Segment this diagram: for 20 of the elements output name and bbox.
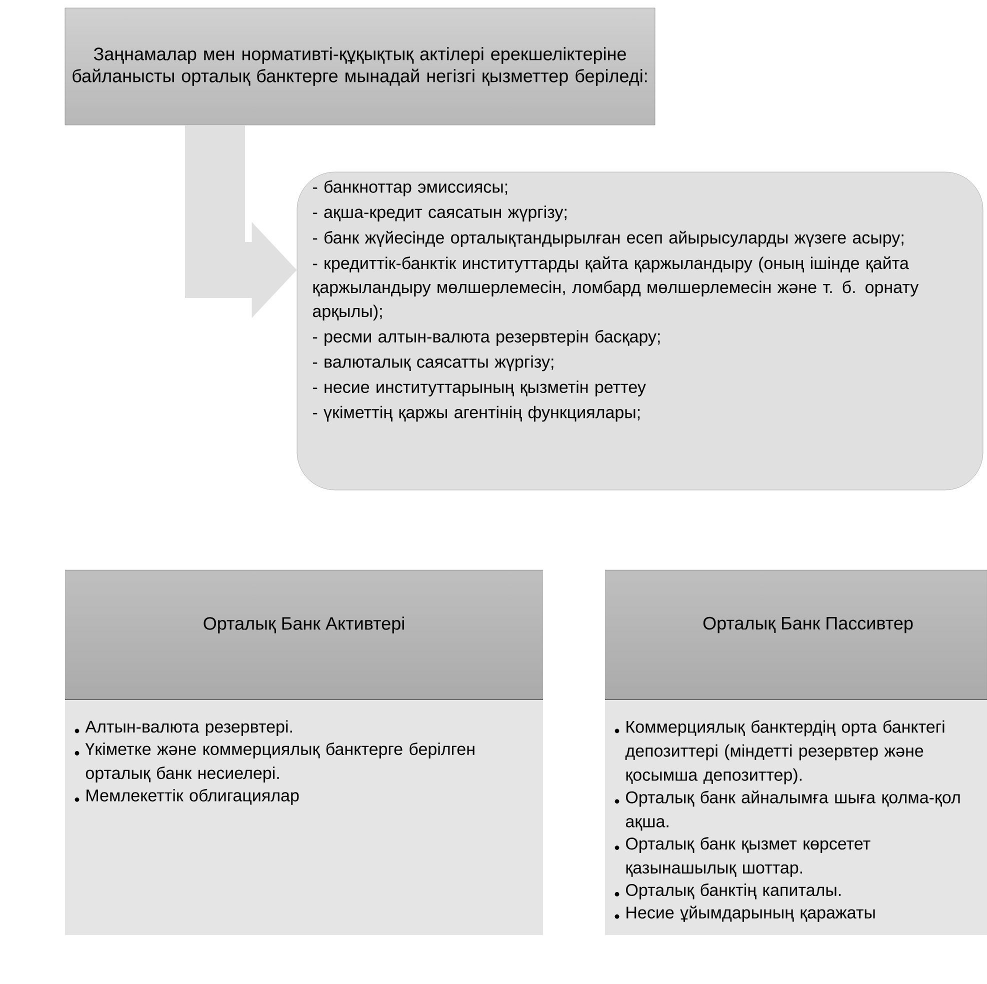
bullet-item: Несие ұйымдарының қаражаты bbox=[614, 906, 875, 922]
bullet-item: Орталық банк қызмет көрсетет қазынашылық шоттар. bbox=[614, 837, 870, 877]
list-item: - кредиттік-банктік институттарды қайта қаржыландыру (оның ішінде қайта қаржыландыру мөлшерлемесін, ломбард мөлшерлемесін және т. б. орнату арқылы); bbox=[312, 256, 919, 321]
bullet-item: Алтын-валюта резервтері. bbox=[74, 720, 292, 736]
bullet-item: Орталық банк айналымға шыға қолма-қол ақша. bbox=[614, 790, 960, 831]
bullet-item: Орталық банктің капиталы. bbox=[614, 883, 841, 900]
list-item: - ақша-кредит саясатын жүргізу; bbox=[312, 206, 566, 222]
bullet-item: Мемлекеттік облигациялар bbox=[74, 788, 299, 805]
list-item: - несие институттарының қызметін реттеу bbox=[312, 380, 646, 396]
block-arrow bbox=[185, 125, 297, 318]
list-item: - банк жүйесінде орталықтандырылған есеп айырысуларды жүзеге асыру; bbox=[312, 230, 904, 247]
list-item: - банкноттар эмиссиясы; bbox=[312, 180, 508, 196]
header-box: Заңнамалар мен нормативті-құқықтық актілері ерекшеліктеріне байланысты орталық банктерге мынадай негізгі қызметтер беріледі: bbox=[64, 8, 656, 126]
list-item: - валюталық саясатты жүргізу; bbox=[312, 355, 554, 372]
list-item: - ресми алтын-валюта резервтерін басқару; bbox=[312, 330, 660, 346]
bullet-item: Коммерциялық банктердің орта банктегі депозиттері (міндетті резервтер және қосымша депозиттер). bbox=[614, 720, 944, 784]
list-item: - үкіметтің қаржы агентінің функциялары; bbox=[312, 406, 640, 422]
bullet-item: Үкіметке және коммерциялық банктерге берілген орталық банк несиелері. bbox=[74, 742, 474, 782]
panel-heading: Орталық Банк Активтері bbox=[204, 616, 404, 634]
panel-heading: Орталық Банк Пассивтер bbox=[703, 616, 913, 634]
